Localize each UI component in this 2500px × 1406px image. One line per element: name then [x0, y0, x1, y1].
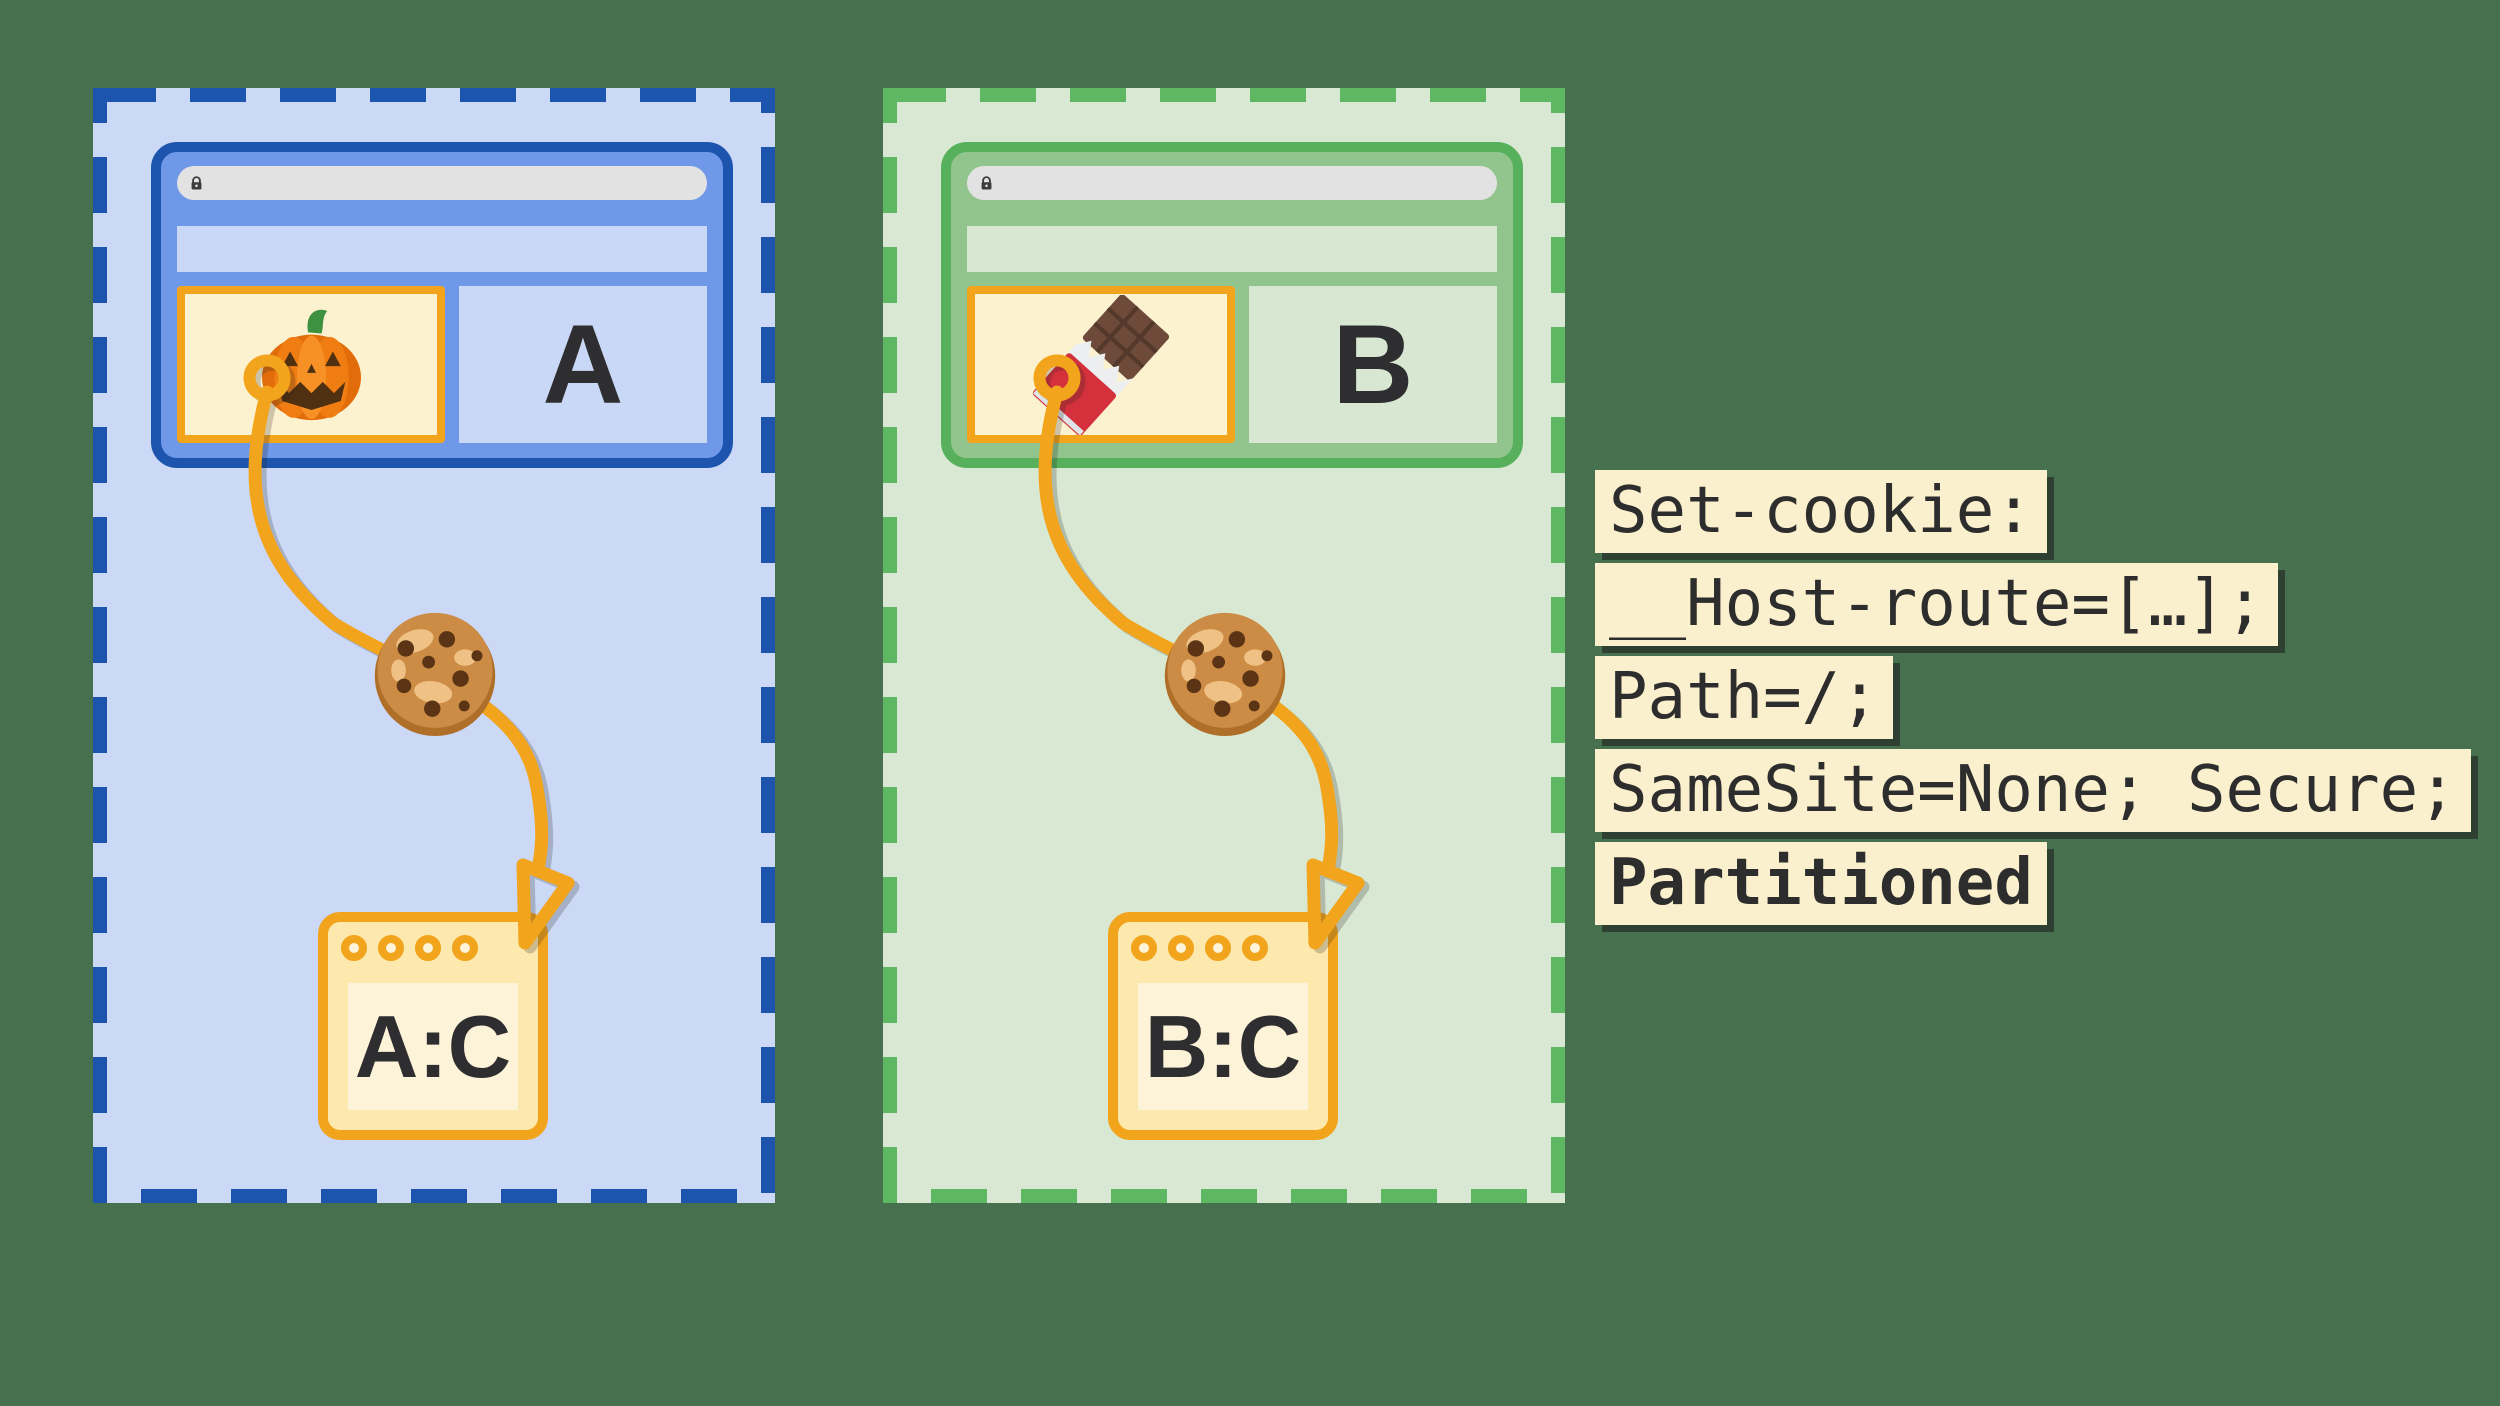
partition-key-label: B:C	[1138, 983, 1308, 1110]
partition-key-label: A:C	[348, 983, 518, 1110]
partition-b: B B:C	[883, 88, 1565, 1203]
lock-icon	[191, 175, 202, 189]
page-body-row: B	[967, 286, 1497, 443]
jar-dot	[1242, 935, 1268, 961]
partition-a: A A:C	[93, 88, 775, 1203]
code-line: Path=/;	[1595, 656, 1893, 739]
code-line: __Host-route=[…];	[1595, 563, 2279, 646]
cookie-icon	[1164, 612, 1286, 737]
jar-dots	[1131, 935, 1328, 961]
site-letter: A	[459, 286, 707, 443]
jar-dot	[452, 935, 478, 961]
pumpkin-icon	[261, 309, 361, 420]
page-content-strip	[967, 226, 1497, 272]
jar-dot	[1205, 935, 1231, 961]
jar-dot	[1168, 935, 1194, 961]
cookie-jar-b: B:C	[1108, 912, 1338, 1140]
jar-dot	[378, 935, 404, 961]
site-letter: B	[1249, 286, 1497, 443]
chocolate-icon	[1032, 294, 1170, 435]
address-bar	[967, 166, 1497, 200]
set-cookie-code-block: Set-cookie: __Host-route=[…]; Path=/; Sa…	[1595, 470, 2471, 935]
page-body-row: A	[177, 286, 707, 443]
code-line: Set-cookie:	[1595, 470, 2047, 553]
browser-window-b: B	[941, 142, 1523, 468]
address-bar	[177, 166, 707, 200]
jar-dot	[341, 935, 367, 961]
jar-dots	[341, 935, 538, 961]
page-content-strip	[177, 226, 707, 272]
jar-dot	[1131, 935, 1157, 961]
jar-dot	[415, 935, 441, 961]
cookie-jar-a: A:C	[318, 912, 548, 1140]
cookie-icon	[374, 612, 496, 737]
embedded-third-party-iframe	[967, 286, 1235, 443]
code-line-partitioned: Partitioned	[1595, 842, 2047, 925]
code-line: SameSite=None; Secure;	[1595, 749, 2471, 832]
lock-icon	[981, 175, 992, 189]
embedded-third-party-iframe	[177, 286, 445, 443]
browser-window-a: A	[151, 142, 733, 468]
